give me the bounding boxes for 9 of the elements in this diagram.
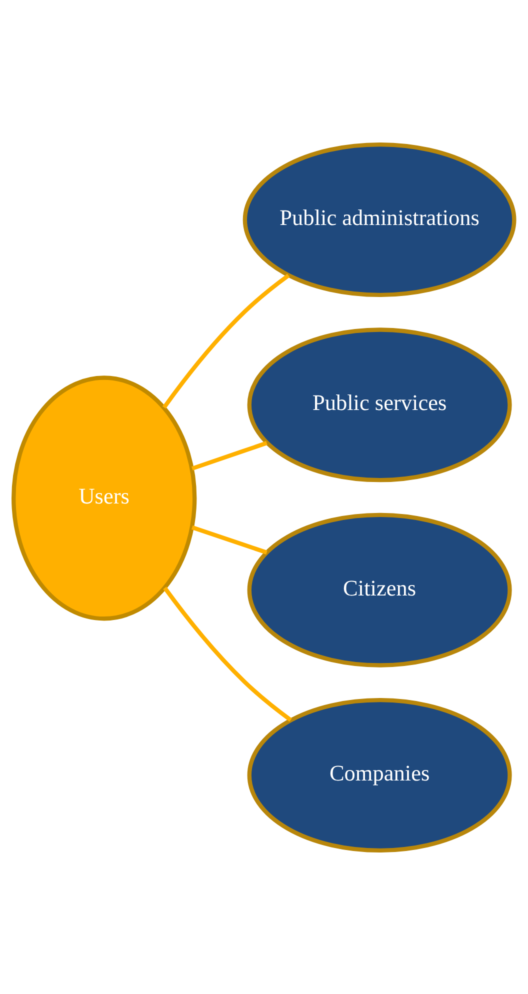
node-ellipse: Public administrations (242, 142, 516, 297)
connector (162, 273, 290, 408)
connector (163, 586, 292, 722)
connector (191, 524, 268, 554)
connector (191, 440, 268, 470)
node-ellipse: Users (12, 375, 197, 620)
node-ellipse: Citizens (247, 512, 512, 667)
node-ellipse: Companies (247, 697, 512, 852)
node-ellipse: Public services (247, 327, 512, 482)
